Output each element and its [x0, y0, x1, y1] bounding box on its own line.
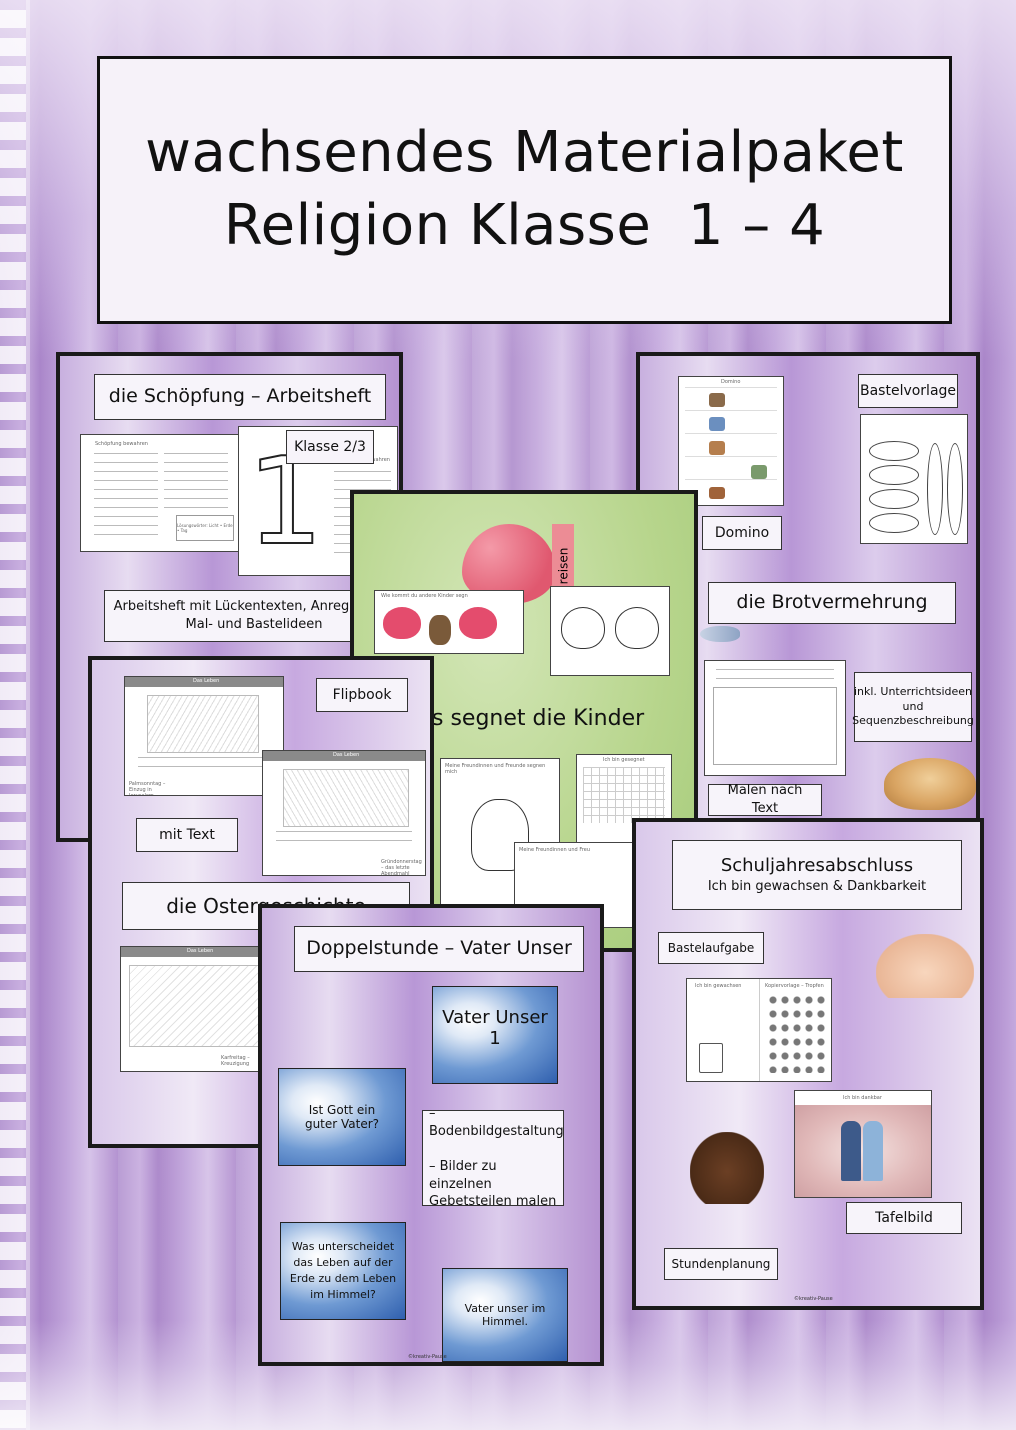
vater-question-2: Was unterscheidet das Leben auf der Erde… [280, 1222, 406, 1320]
bread-icon [884, 758, 976, 810]
vater-heading: Doppelstunde – Vater Unser [294, 926, 584, 972]
vater-q3-text: Vater unser im Himmel. [464, 1302, 546, 1328]
schoepfung-sheet-words: Lösungswörter: Licht • Erde • Tag [177, 523, 233, 533]
dankbar-sheet: Ich bin dankbar [794, 1090, 932, 1198]
kinder-sheet-outline [550, 586, 670, 676]
spiral-binding [0, 0, 26, 1430]
ostern-sheet-3: Das Leben Karfreitag – Kreuzigung [120, 946, 278, 1072]
dark-hands-icon [690, 1132, 764, 1204]
ostern-sheet-header-1: Das Leben [193, 678, 220, 684]
vater-bullet-1: – Bodenbildgestaltung [429, 1106, 564, 1139]
vater-q2-text: Was unterscheidet das Leben auf der Erde… [289, 1240, 397, 1301]
kinder-sheet-b-title: Meine Freundinnen und Freu [519, 847, 591, 853]
kinder-reisen: reisen [556, 547, 571, 585]
ostern-strip-1: Palmsonntag – Einzug in Jerusalem [129, 781, 166, 796]
card-kinder: reisen Wie kommt du andere Kinder segn s… [350, 490, 698, 952]
abschluss-watermark: ©kreativ-Pause [794, 1296, 833, 1302]
title-line-2: Religion Klasse 1 – 4 [223, 193, 826, 258]
schoepfung-sheet-open: Schöpfung bewahren Lösungswörter: Licht … [80, 434, 242, 552]
spiral-edge [26, 0, 30, 1430]
open-hands-icon [876, 934, 974, 998]
ostern-sheet-2: Das Leben Gründonnerstag – das letzte Ab… [262, 750, 426, 876]
domino-sheet: Domino [678, 376, 784, 506]
abschluss-subheading: Ich bin gewachsen & Dankbarkeit [707, 879, 927, 895]
card-schoepfung: die Schöpfung – Arbeitsheft Schöpfung be… [56, 352, 403, 842]
brot-heading: die Brotvermehrung [708, 582, 956, 624]
title-box: wachsendes Materialpaket Religion Klasse… [97, 56, 952, 324]
schoepfung-sheet1-title: Schöpfung bewahren [95, 441, 148, 447]
vater-q1-text: Ist Gott ein guter Vater? [304, 1103, 380, 1131]
malen-sheet [704, 660, 846, 776]
vater-watermark: ©kreativ-Pause [408, 1354, 447, 1360]
kinder-heading: s segnet die Kinder [432, 706, 645, 731]
vater-card-top: Vater Unser 1 [432, 986, 558, 1084]
vater-question-1: Ist Gott ein guter Vater? [278, 1068, 406, 1166]
abschluss-sheet: Ich bin gewachsen Kopiervorlage – Tropfe… [686, 978, 832, 1082]
domino-sheet-title: Domino [721, 379, 741, 385]
abschluss-sheet-left: Ich bin gewachsen [695, 983, 742, 989]
abschluss-tafel: Tafelbild [846, 1202, 962, 1234]
ostern-sheet-header-2: Das Leben [333, 752, 360, 758]
title-line-1: wachsendes Materialpaket [145, 120, 904, 186]
abschluss-stunden: Stundenplanung [664, 1248, 778, 1280]
brot-malen: Malen nach Text [708, 783, 822, 816]
abschluss-heading-box: Schuljahresabschluss Ich bin gewachsen &… [672, 840, 962, 910]
kinder-sheet-hearts: Wie kommt du andere Kinder segn [374, 590, 524, 654]
abschluss-heading: Schuljahresabschluss [720, 855, 914, 877]
ostern-strip-2: Gründonnerstag – das letzte Abendmahl [381, 859, 422, 876]
vater-card-top-text: Vater Unser 1 [442, 1007, 548, 1049]
bastelvorlage-sheet [860, 414, 968, 544]
kinder-sheet-d: Wie kommt du andere Kinder segn [381, 593, 468, 599]
kinder-sheet-a-title: Meine Freundinnen und Freunde segnen mic… [445, 763, 546, 775]
ostern-strip-3: Karfreitag – Kreuzigung [221, 1055, 250, 1067]
card-vater-unser: Doppelstunde – Vater Unser Vater Unser 1… [258, 904, 604, 1366]
dank-title: Ich bin dankbar [843, 1095, 882, 1101]
abschluss-sheet-right: Kopiervorlage – Tropfen [765, 983, 824, 989]
vater-bullet-2: – Bilder zu einzelnen Gebetsteilen malen [429, 1159, 557, 1210]
brot-extra: inkl. Unterrichtsideen und Sequenzbeschr… [852, 672, 974, 742]
schoepfung-heading: die Schöpfung – Arbeitsheft [94, 374, 386, 420]
fish-icon [700, 626, 740, 642]
brot-bastelvorlage: Bastelvorlage [858, 374, 958, 408]
ostern-mit-text: mit Text [136, 818, 238, 852]
vater-bullets: – Bodenbildgestaltung – Bilder zu einzel… [422, 1106, 564, 1209]
ostern-sheet-1: Das Leben Palmsonntag – Einzug in Jerusa… [124, 676, 284, 796]
kinder-sheet-c-title: Ich bin gesegnet [603, 757, 645, 763]
abschluss-bastel: Bastelaufgabe [658, 932, 764, 964]
schoepfung-grade: Klasse 2/3 [286, 430, 374, 464]
card-schuljahresabschluss: Schuljahresabschluss Ich bin gewachsen &… [632, 818, 984, 1310]
vater-question-3: Vater unser im Himmel. [442, 1268, 568, 1362]
brot-domino: Domino [702, 516, 782, 550]
ostern-sheet-header-3: Das Leben [187, 948, 214, 954]
schoepfung-description: Arbeitsheft mit Lückentexten, Anregungen… [104, 590, 399, 642]
ostern-flipbook: Flipbook [316, 678, 408, 712]
